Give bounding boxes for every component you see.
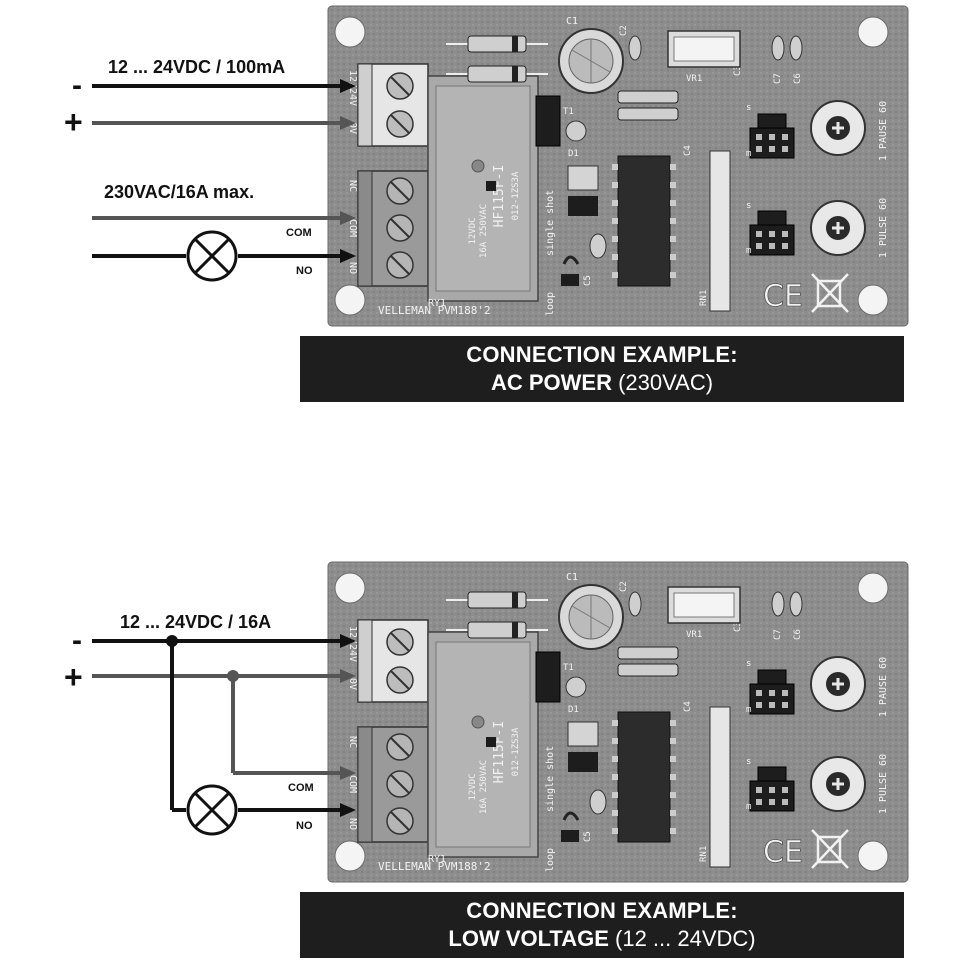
supply-wires bbox=[92, 634, 356, 683]
load-label: 230VAC/16A max. bbox=[104, 182, 254, 202]
caption-subtitle-normal: (12 ... 24VDC) bbox=[608, 926, 756, 951]
diagram-low-voltage: - + 12 ... 24VDC / 16A COM NO bbox=[64, 560, 910, 884]
caption-low-voltage: CONNECTION EXAMPLE: LOW VOLTAGE (12 ... … bbox=[300, 892, 904, 958]
no-label: NO bbox=[296, 265, 313, 277]
supply-label: 12 ... 24VDC / 16A bbox=[120, 612, 271, 632]
caption-subtitle: LOW VOLTAGE (12 ... 24VDC) bbox=[300, 925, 904, 953]
minus-sign: - bbox=[72, 69, 82, 102]
load-wires bbox=[166, 635, 356, 817]
caption-subtitle-normal: (230VAC) bbox=[611, 370, 714, 395]
com-label: COM bbox=[286, 227, 312, 239]
caption-subtitle: AC POWER (230VAC) bbox=[300, 369, 904, 397]
plus-sign: + bbox=[64, 104, 83, 140]
caption-subtitle-bold: AC POWER bbox=[490, 370, 612, 395]
supply-wires bbox=[92, 79, 356, 130]
caption-title: CONNECTION EXAMPLE: bbox=[466, 342, 738, 367]
caption-title: CONNECTION EXAMPLE: bbox=[466, 898, 738, 923]
minus-sign: - bbox=[72, 624, 82, 657]
supply-label: 12 ... 24VDC / 100mA bbox=[108, 57, 285, 77]
lamp-icon bbox=[186, 784, 238, 836]
lamp-icon bbox=[186, 230, 238, 282]
caption-subtitle-bold: LOW VOLTAGE bbox=[448, 926, 609, 951]
com-label: COM bbox=[288, 782, 314, 794]
pcb-board bbox=[326, 4, 910, 328]
plus-sign: + bbox=[64, 659, 83, 695]
load-wires bbox=[92, 211, 356, 263]
no-label: NO bbox=[296, 820, 313, 832]
pcb-board bbox=[326, 560, 910, 884]
caption-ac-power: CONNECTION EXAMPLE: AC POWER (230VAC) bbox=[300, 336, 904, 402]
diagram-ac-power: - + 12 ... 24VDC / 100mA 230VAC/16A max.… bbox=[64, 4, 910, 328]
